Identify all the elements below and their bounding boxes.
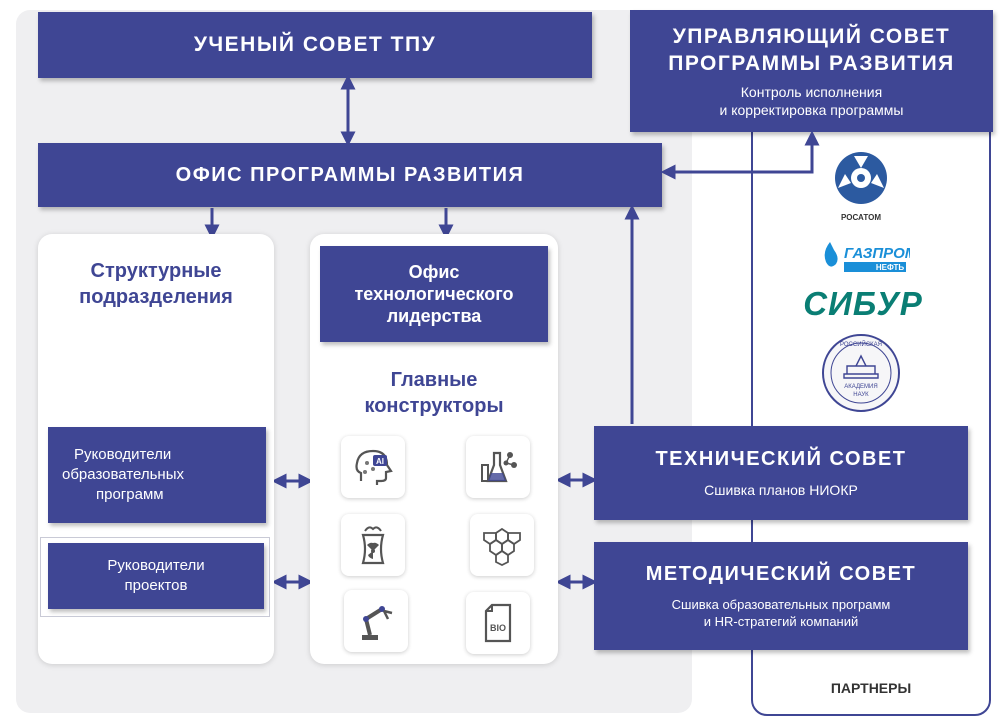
graphene-icon	[470, 514, 534, 576]
chief-designers-heading: Главные конструкторы	[310, 367, 558, 419]
gazprom-neft-logo: ГАЗПРОМ НЕФТЬ	[818, 236, 918, 276]
tech-office-line2: технологического	[354, 284, 514, 304]
methodical-council-desc-line2: и HR-стратегий компаний	[703, 613, 859, 629]
chemistry-flask-icon	[466, 436, 530, 498]
rosatom-logo-text: РОСАТОМ	[841, 213, 881, 222]
ai-head-icon: AI	[341, 436, 405, 498]
gazprom-logo-sub: НЕФТЬ	[876, 263, 905, 272]
governing-council-title-line1: УПРАВЛЯЮЩИЙ СОВЕТ	[672, 25, 951, 48]
ras-top-text: РОССИЙСКАЯ	[840, 340, 882, 348]
rosatom-logo-icon	[835, 152, 887, 204]
academic-council-box: УЧЕНЫЙ СОВЕТ ТПУ	[38, 12, 592, 78]
gazprom-logo-text: ГАЗПРОМ	[844, 245, 910, 262]
governing-council-box: УПРАВЛЯЮЩИЙ СОВЕТ ПРОГРАММЫ РАЗВИТИЯ Кон…	[630, 10, 993, 132]
academic-council-title: УЧЕНЫЙ СОВЕТ ТПУ	[193, 33, 437, 56]
program-office-title: ОФИС ПРОГРАММЫ РАЗВИТИЯ	[175, 163, 525, 186]
edu-heads-line2: образовательных	[62, 466, 184, 483]
structural-units-title-line2: подразделения	[79, 286, 233, 308]
edu-heads-line1: Руководители	[74, 446, 172, 463]
tech-office-line1: Офис	[408, 262, 460, 282]
ras-bottom-text: НАУК	[853, 392, 869, 398]
sibur-logo-text: СИБУР	[803, 285, 923, 322]
methodical-council-box: МЕТОДИЧЕСКИЙ СОВЕТ Сшивка образовательны…	[594, 542, 968, 650]
technical-council-box: ТЕХНИЧЕСКИЙ СОВЕТ Сшивка планов НИОКР	[594, 426, 968, 520]
tech-office-line3: лидерства	[386, 306, 482, 326]
governing-council-title-line2: ПРОГРАММЫ РАЗВИТИЯ	[668, 52, 955, 75]
technical-council-title: ТЕХНИЧЕСКИЙ СОВЕТ	[655, 447, 907, 470]
partners-label-text: ПАРТНЕРЫ	[830, 680, 912, 696]
project-heads-box: Руководители проектов	[48, 543, 264, 609]
technical-council-desc: Сшивка планов НИОКР	[704, 481, 858, 498]
arrow-office-governing	[660, 130, 820, 180]
bio-fuel-icon: BIO	[466, 592, 530, 654]
chief-designers-line2: конструкторы	[364, 395, 504, 417]
methodical-council-desc-line1: Сшивка образовательных программ	[671, 596, 891, 612]
robot-arm-icon	[344, 590, 408, 652]
tech-leadership-office-box: Офис технологического лидерства	[320, 246, 548, 342]
project-heads-line2: проектов	[124, 577, 188, 594]
ras-mid-text: АКАДЕМИЯ	[844, 384, 877, 390]
nuclear-plant-icon	[341, 514, 405, 576]
partners-label: ПАРТНЕРЫ	[751, 680, 991, 696]
rosatom-logo: РОСАТОМ	[826, 150, 896, 226]
governing-council-desc-line1: Контроль исполнения	[740, 84, 883, 100]
governing-council-desc-line2: и корректировка программы	[719, 102, 904, 118]
edu-heads-line3: программ	[96, 486, 164, 503]
ras-logo: РОССИЙСКАЯ АКАДЕМИЯ НАУК	[820, 332, 902, 414]
bio-icon-text: BIO	[490, 623, 506, 633]
project-heads-line1: Руководители	[107, 557, 205, 574]
methodical-council-title: МЕТОДИЧЕСКИЙ СОВЕТ	[645, 562, 917, 585]
program-office-box: ОФИС ПРОГРАММЫ РАЗВИТИЯ	[38, 143, 662, 207]
structural-units-title-line1: Структурные	[90, 260, 222, 282]
sibur-logo: СИБУР	[792, 286, 934, 322]
ai-icon-text: AI	[376, 457, 384, 466]
chief-designers-line1: Главные	[390, 369, 478, 391]
edu-program-heads-box: Руководители образовательных программ	[48, 427, 266, 523]
